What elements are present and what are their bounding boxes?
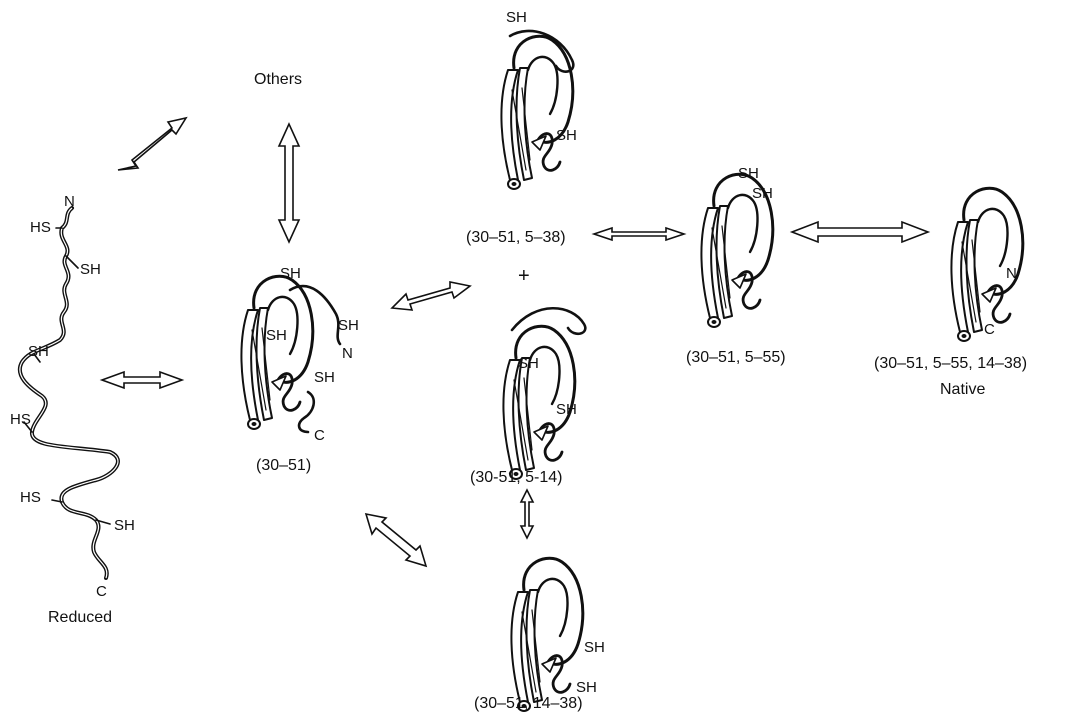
label-30-51-5-55-14-38: (30–51, 5–55, 14–38): [874, 356, 1027, 372]
i555-sh-1: SH: [738, 166, 759, 181]
i1438-sh-2: SH: [576, 680, 597, 695]
reduced-hs-1: HS: [30, 220, 51, 235]
i3051-n-terminus: N: [342, 346, 353, 361]
native-n-terminus: N: [1006, 266, 1017, 281]
reduced-sh-3: SH: [114, 518, 135, 533]
reduced-hs-3: HS: [20, 490, 41, 505]
arrow-5-14-14-38: [521, 490, 533, 538]
intermediate-30-51-5-38: [501, 36, 572, 189]
i538-sh-1: SH: [506, 10, 527, 25]
label-30-51-5-38: (30–51, 5–38): [466, 230, 566, 246]
i514-sh-1: SH: [518, 356, 539, 371]
label-others: Others: [254, 72, 302, 88]
reduced-sh-1: SH: [80, 262, 101, 277]
label-30-51: (30–51): [256, 458, 311, 474]
label-native: Native: [940, 382, 985, 398]
reduced-sh-2: SH: [28, 344, 49, 359]
i555-sh-2: SH: [752, 186, 773, 201]
reduced-hs-2: HS: [10, 412, 31, 427]
i3051-sh-4: SH: [314, 370, 335, 385]
reduced-c-terminus: C: [96, 584, 107, 599]
i3051-sh-2: SH: [266, 328, 287, 343]
label-reduced: Reduced: [48, 610, 112, 626]
i3051-sh-1: SH: [280, 266, 301, 281]
native-c-terminus: C: [984, 322, 995, 337]
arrow-5-55-native: [792, 222, 928, 242]
arrow-30-51-pair: [392, 282, 470, 310]
reduced-n-terminus: N: [64, 194, 75, 209]
i3051-sh-3: SH: [338, 318, 359, 333]
i514-sh-2: SH: [556, 402, 577, 417]
label-30-51-5-55: (30–51, 5–55): [686, 350, 786, 366]
arrow-5-38-5-55: [594, 228, 684, 240]
arrow-reduced-30-51: [102, 372, 182, 388]
intermediate-30-51: [241, 276, 312, 429]
label-30-51-5-14: (30-51, 5-14): [470, 470, 563, 486]
i1438-sh-1: SH: [584, 640, 605, 655]
intermediate-30-51-14-38: [511, 558, 582, 711]
i538-sh-2: SH: [556, 128, 577, 143]
arrow-reduced-others: [118, 118, 186, 170]
label-plus: +: [518, 266, 530, 286]
arrow-30-51-14-38: [366, 514, 426, 566]
reduced-chain: [20, 208, 118, 578]
arrow-others-30-51: [279, 124, 299, 242]
i3051-c-terminus: C: [314, 428, 325, 443]
label-30-51-14-38: (30–51, 14–38): [474, 696, 583, 712]
